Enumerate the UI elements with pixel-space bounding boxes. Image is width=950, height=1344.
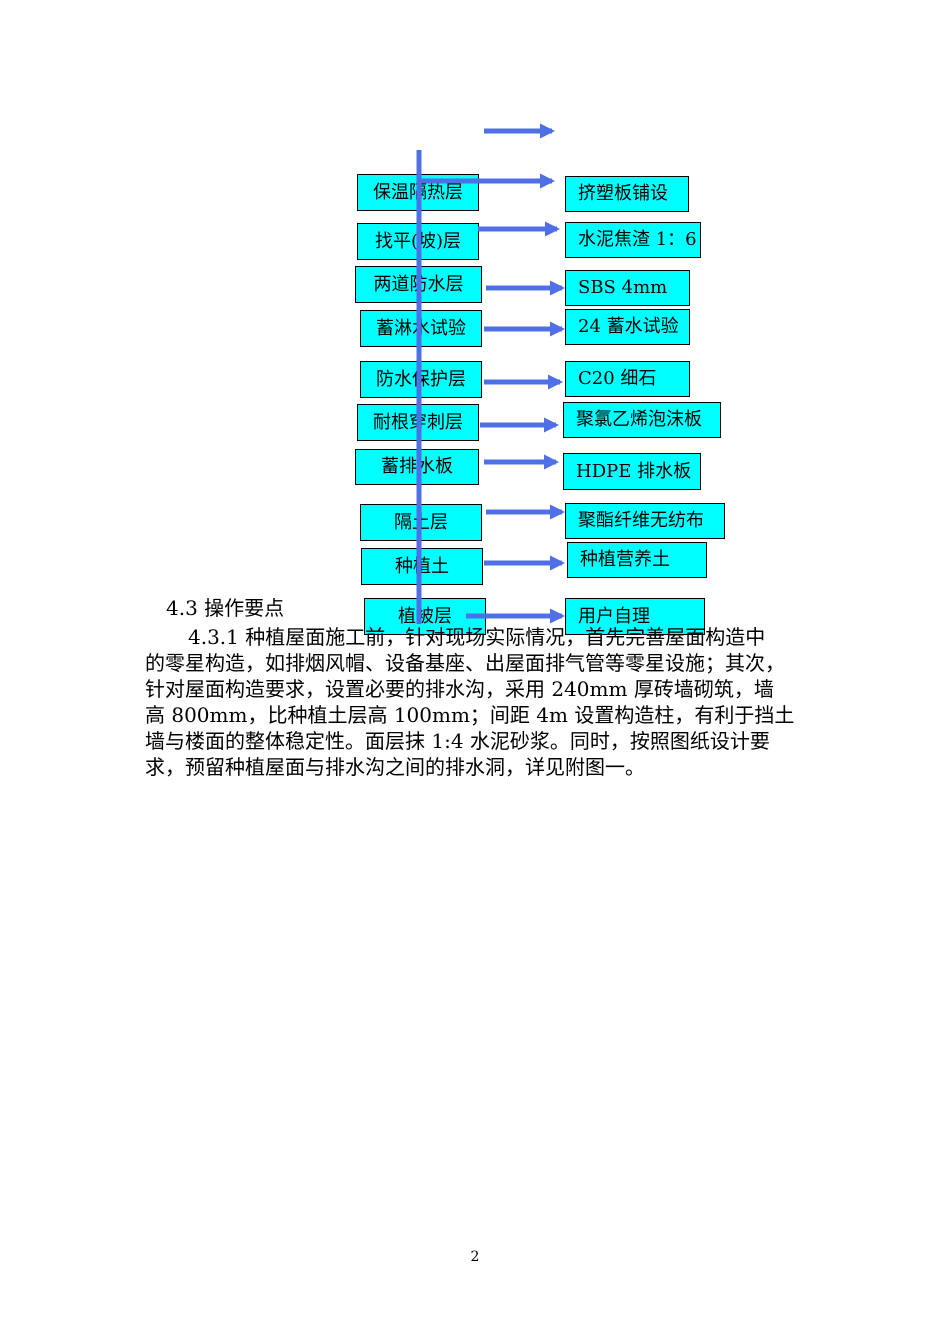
- layer-box-leveling: 找平(坡)层: [357, 223, 479, 260]
- layer-box-insulation: 保温隔热层: [357, 174, 479, 211]
- layer-box-water-test: 蓄淋水试验: [360, 310, 482, 347]
- material-box-nutrient-soil: 种植营养土: [567, 542, 707, 578]
- material-box-hdpe: HDPE 排水板: [563, 453, 701, 490]
- section-paragraph: 4.3.1 种植屋面施工前，针对现场实际情况，首先完善屋面构造中 的零星构造，如…: [145, 624, 823, 780]
- paragraph-line: 4.3.1 种植屋面施工前，针对现场实际情况，首先完善屋面构造中: [188, 625, 766, 649]
- material-box-pvc-foam: 聚氯乙烯泡沫板: [563, 402, 721, 438]
- layer-box-waterproof: 两道防水层: [355, 266, 482, 303]
- material-box-sbs: SBS 4mm: [565, 270, 690, 306]
- layer-box-vegetation: 植被层: [364, 598, 486, 635]
- layer-box-root-barrier: 耐根穿刺层: [357, 404, 479, 441]
- layer-box-soil-separation: 隔土层: [360, 504, 482, 541]
- material-box-24h-test: 24 蓄水试验: [565, 309, 690, 345]
- material-box-user-managed: 用户自理: [565, 598, 705, 635]
- paragraph-line: 的零星构造，如排烟风帽、设备基座、出屋面排气管等零星设施；其次，: [145, 651, 785, 675]
- material-box-cement-slag: 水泥焦渣 1：6: [565, 222, 701, 258]
- material-box-geotextile: 聚酯纤维无纺布: [565, 503, 725, 539]
- paragraph-line: 墙与楼面的整体稳定性。面层抹 1:4 水泥砂浆。同时，按照图纸设计要: [145, 729, 770, 753]
- paragraph-line: 求，预留种植屋面与排水沟之间的排水洞，详见附图一。: [145, 755, 645, 779]
- layer-box-planting-soil: 种植土: [361, 548, 483, 585]
- layer-box-drainage-board: 蓄排水板: [355, 449, 479, 485]
- paragraph-line: 针对屋面构造要求，设置必要的排水沟，采用 240mm 厚砖墙砌筑，墙: [145, 677, 774, 701]
- layer-box-protection: 防水保护层: [360, 361, 482, 398]
- material-box-xps-board: 挤塑板铺设: [565, 176, 689, 212]
- section-heading: 4.3 操作要点: [166, 596, 285, 620]
- material-box-c20-concrete: C20 细石: [565, 361, 690, 397]
- page-number: 2: [470, 1249, 480, 1265]
- paragraph-line: 高 800mm，比种植土层高 100mm；间距 4m 设置构造柱，有利于挡土: [145, 703, 795, 727]
- construction-flow-diagram: 保温隔热层 找平(坡)层 两道防水层 蓄淋水试验 防水保护层 耐根穿刺层 蓄排水…: [0, 0, 950, 640]
